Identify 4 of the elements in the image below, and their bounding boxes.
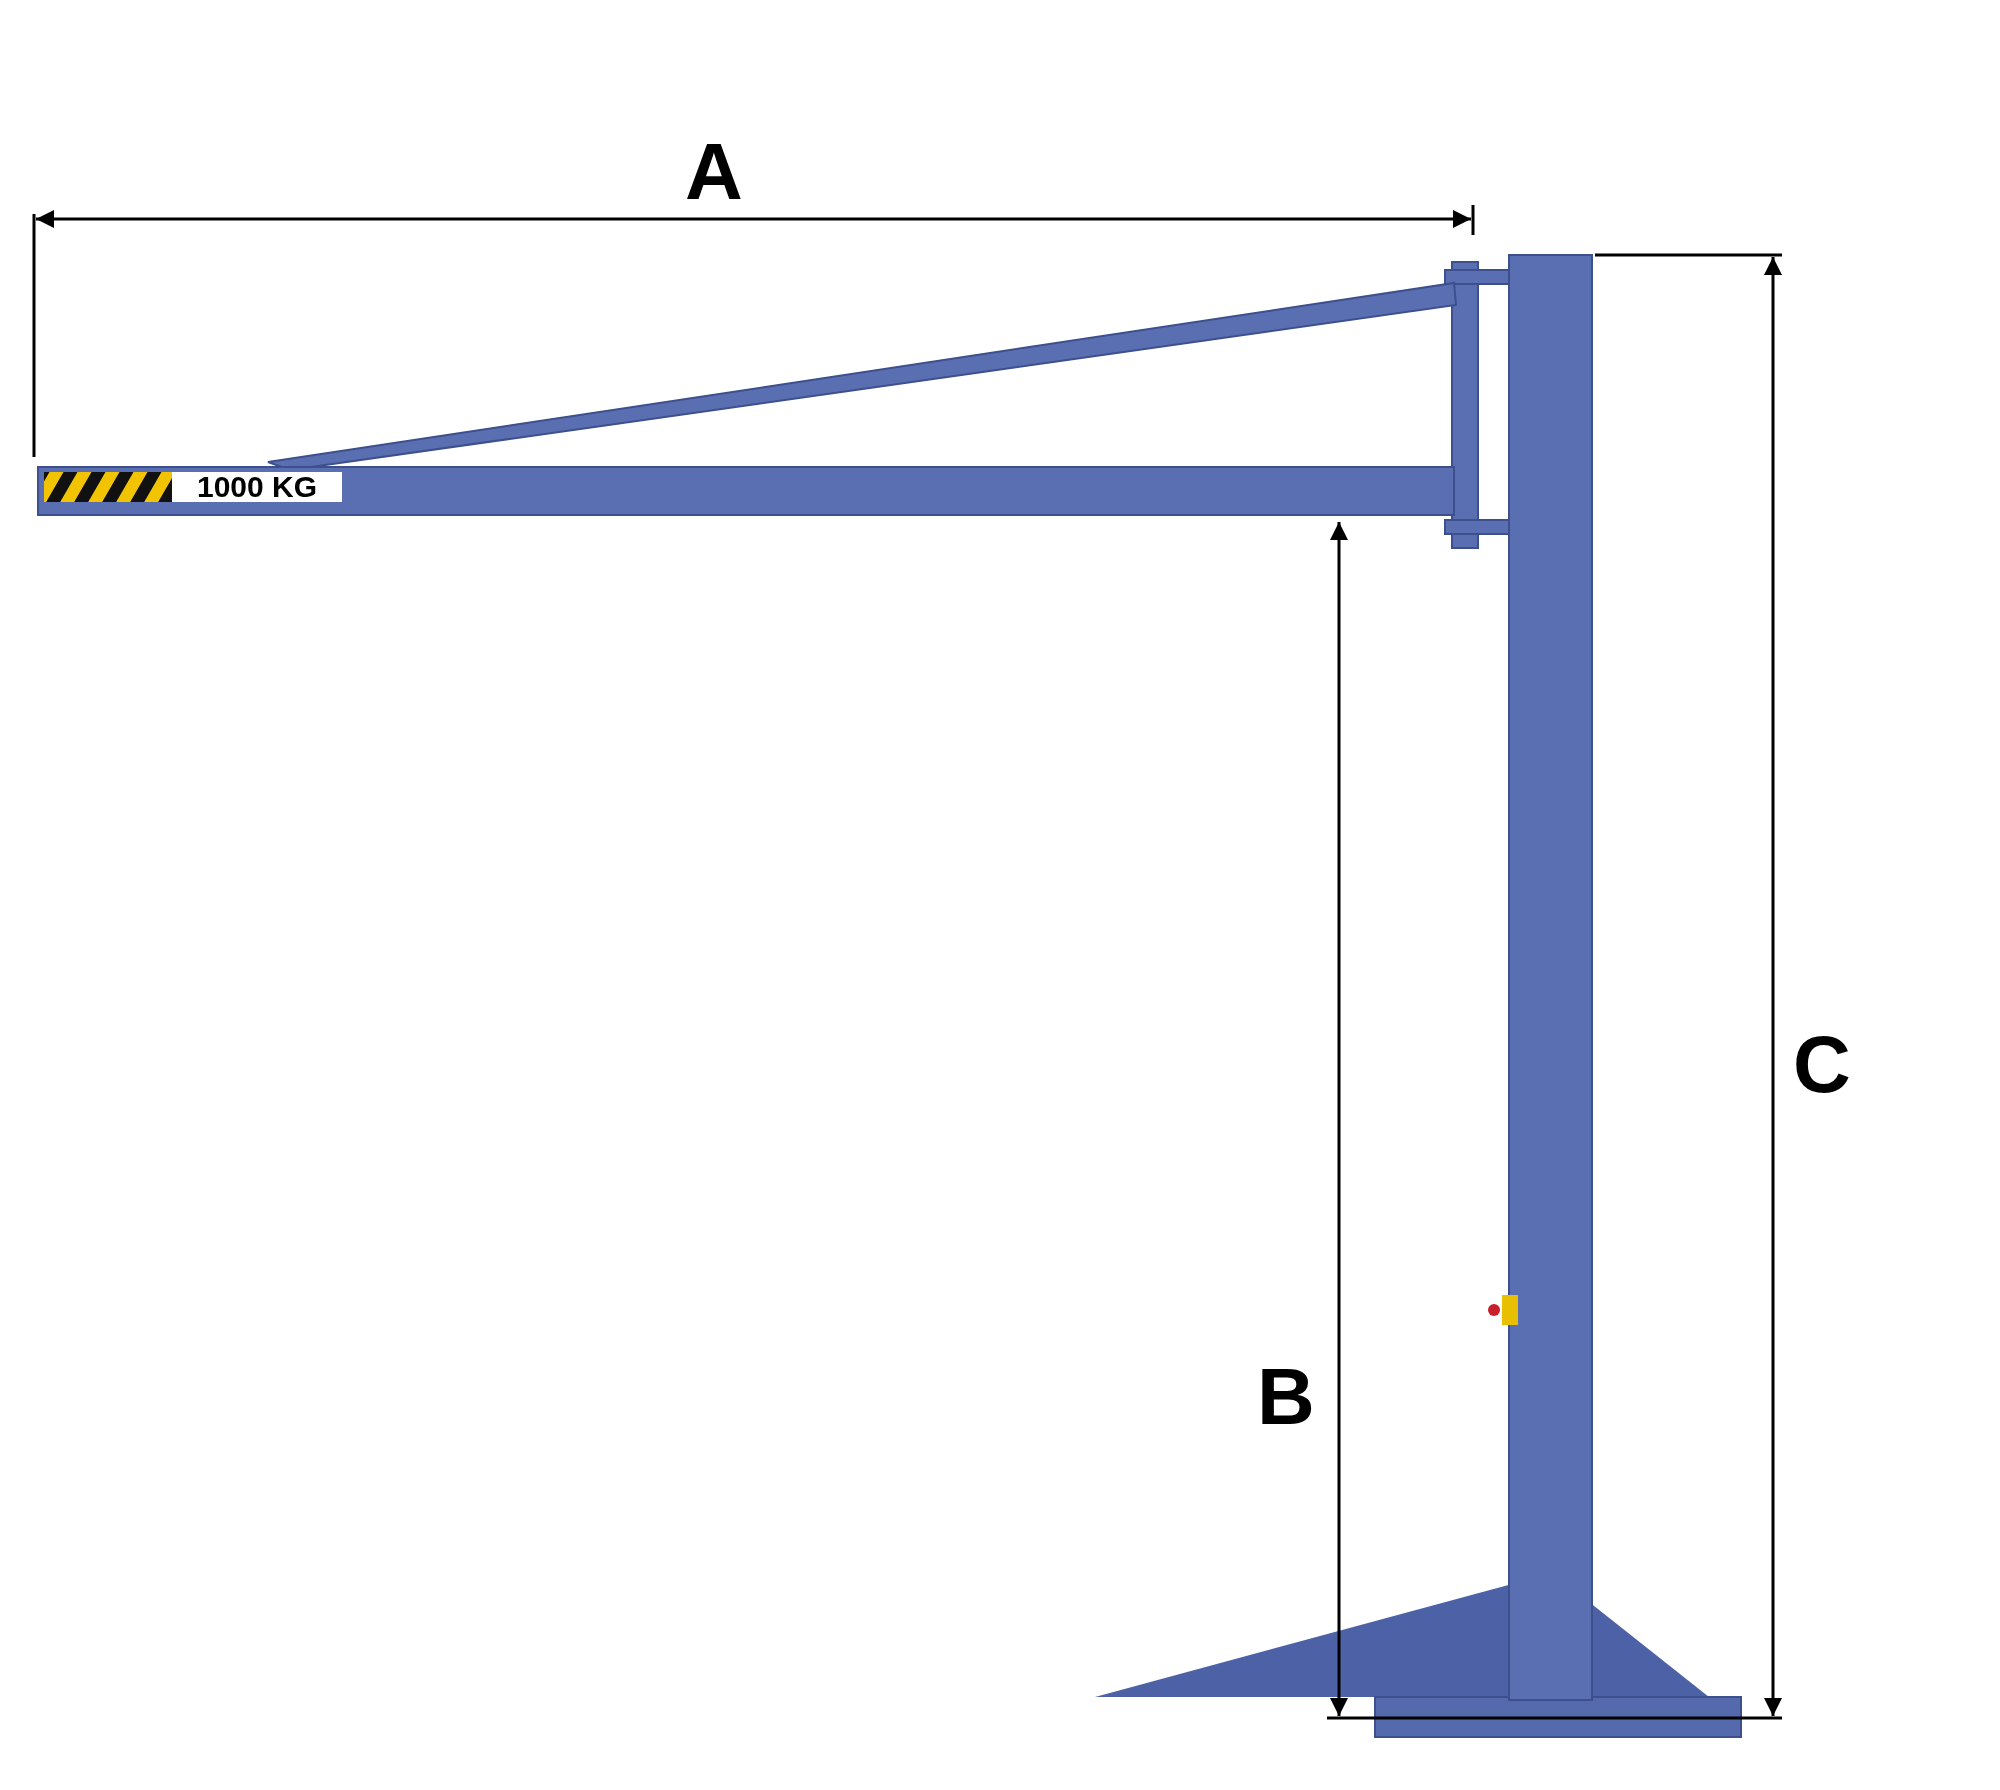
capacity-label: 1000 KG — [197, 472, 318, 502]
dimension-label: A — [685, 132, 743, 212]
dimension-label: C — [1793, 1025, 1851, 1105]
dimension-label: B — [1257, 1357, 1315, 1437]
